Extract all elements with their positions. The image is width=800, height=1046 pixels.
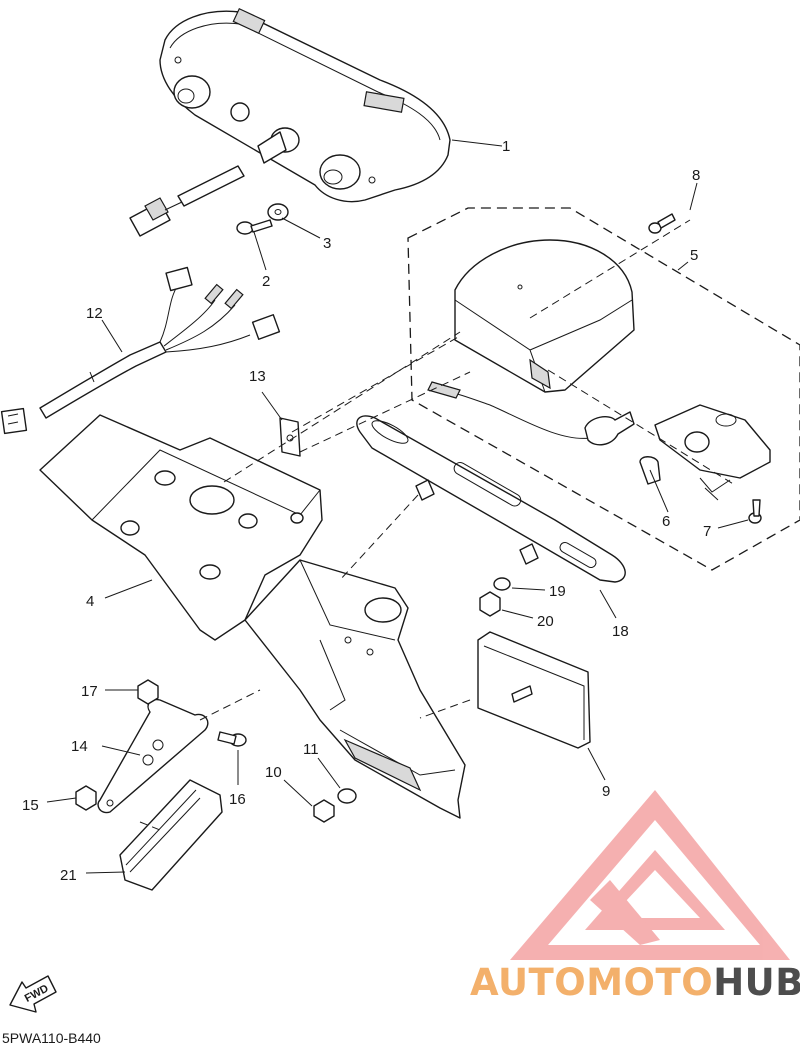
callout-15: 15 (22, 797, 39, 814)
drawing-code: 5PWA110-B440 (2, 1030, 101, 1046)
reflector-9 (477, 631, 591, 749)
callout-10: 10 (265, 764, 282, 781)
callout-12: 12 (86, 305, 103, 322)
callout-20: 20 (537, 613, 554, 630)
callout-6: 6 (662, 513, 670, 530)
tail-light-wire (129, 165, 245, 237)
license-light-group-outline (407, 207, 800, 571)
callout-2: 2 (262, 273, 270, 290)
nut-20 (479, 591, 501, 617)
nut-15 (75, 785, 97, 811)
svg-text:AUTOMOTOHUB: AUTOMOTOHUB (470, 961, 800, 1004)
callout-4: 4 (86, 593, 94, 610)
callout-5: 5 (690, 247, 698, 264)
callout-8: 8 (692, 167, 700, 184)
automotohub-wordmark: AUTOMOTOHUB (470, 961, 800, 1004)
washer-19 (493, 577, 511, 591)
rear-fender (39, 414, 323, 641)
callout-7: 7 (703, 523, 711, 540)
callout-19: 19 (549, 583, 566, 600)
screw-2 (236, 219, 273, 235)
callout-1: 1 (502, 138, 510, 155)
screw-7 (748, 499, 762, 524)
callout-numbers: 1 2 3 4 5 6 7 8 9 10 11 12 13 14 15 16 1… (22, 138, 711, 884)
leader-lines (46, 139, 749, 874)
callout-16: 16 (229, 791, 246, 808)
clip-13 (279, 417, 301, 457)
fwd-arrow-icon: FWD (9, 975, 57, 1013)
stay-bracket-18 (356, 415, 626, 583)
nut-10 (313, 799, 335, 823)
wire-harness (0, 266, 281, 435)
washer-11 (337, 788, 357, 804)
reflector-21 (119, 779, 223, 891)
callout-11: 11 (303, 741, 319, 758)
callout-14: 14 (71, 738, 88, 755)
callout-18: 18 (612, 623, 629, 640)
license-light-cover (454, 239, 635, 393)
washer-3 (267, 203, 289, 221)
callout-3: 3 (323, 235, 331, 252)
screw-16 (217, 731, 247, 747)
callout-9: 9 (602, 783, 610, 800)
screw-8 (648, 213, 676, 234)
nut-17 (137, 679, 159, 705)
tail-light-assembly (159, 7, 451, 203)
callout-21: 21 (60, 867, 77, 884)
lens-holder (654, 404, 771, 501)
brand-part-2: HUB (713, 961, 800, 1004)
license-bracket (244, 559, 466, 819)
brand-part-1: AUTOMOTO (470, 961, 713, 1004)
callout-13: 13 (249, 368, 266, 385)
callout-17: 17 (81, 683, 98, 700)
bulb-socket (427, 381, 635, 446)
automotohub-logo (510, 790, 790, 960)
